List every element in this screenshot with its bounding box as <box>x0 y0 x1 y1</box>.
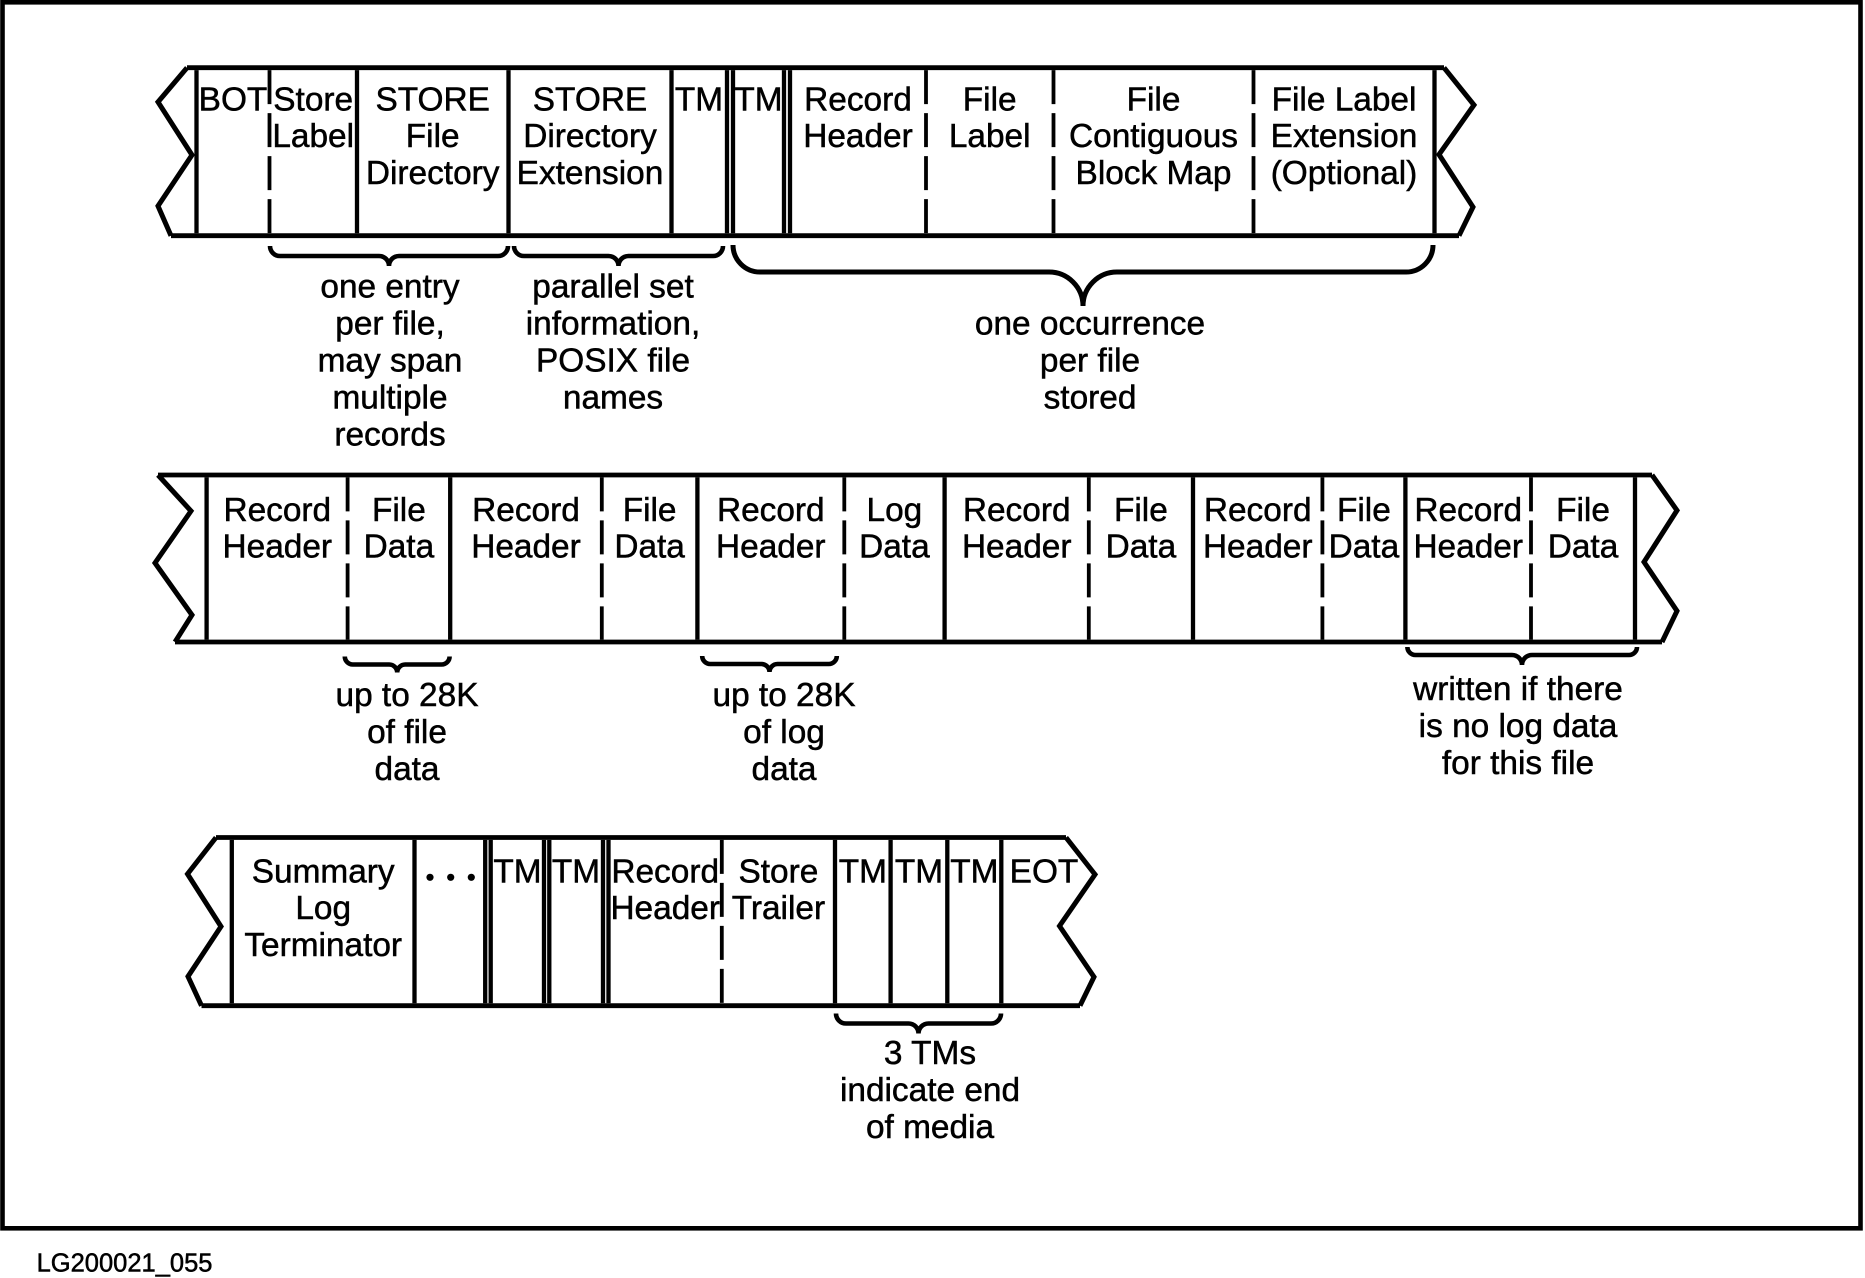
svg-text:Header: Header <box>1413 529 1523 566</box>
svg-text:TM: TM <box>895 854 943 891</box>
svg-text:Data: Data <box>364 529 435 566</box>
svg-text:File: File <box>1114 492 1168 529</box>
svg-text:Log: Log <box>867 492 923 529</box>
svg-text:Block Map: Block Map <box>1076 155 1232 192</box>
svg-text:Record: Record <box>1204 492 1312 529</box>
svg-text:up to 28K: up to 28K <box>713 677 856 714</box>
svg-text:Header: Header <box>610 890 720 927</box>
svg-text:POSIX file: POSIX file <box>536 343 690 380</box>
svg-text:Header: Header <box>962 529 1072 566</box>
svg-text:up to 28K: up to 28K <box>336 677 479 714</box>
svg-text:Record: Record <box>611 854 719 891</box>
svg-text:Data: Data <box>859 529 930 566</box>
svg-text:Record: Record <box>223 492 331 529</box>
svg-text:Extension: Extension <box>517 155 664 192</box>
svg-text:Record: Record <box>804 82 912 119</box>
svg-text:records: records <box>334 417 445 454</box>
svg-text:Data: Data <box>1329 529 1400 566</box>
svg-text:TM: TM <box>552 854 600 891</box>
svg-text:Store: Store <box>738 854 818 891</box>
svg-text:indicate end: indicate end <box>840 1072 1020 1109</box>
svg-text:one entry: one entry <box>320 269 460 306</box>
svg-text:File: File <box>963 82 1017 119</box>
svg-text:Header: Header <box>716 529 826 566</box>
svg-text:Header: Header <box>1203 529 1313 566</box>
svg-text:Header: Header <box>471 529 581 566</box>
svg-text:File: File <box>372 492 426 529</box>
svg-text:for this file: for this file <box>1442 745 1594 782</box>
svg-text:TM: TM <box>734 82 782 119</box>
svg-text:Record: Record <box>963 492 1071 529</box>
svg-text:3 TMs: 3 TMs <box>884 1035 976 1072</box>
svg-text:Summary: Summary <box>252 854 395 891</box>
svg-text:Data: Data <box>1548 529 1619 566</box>
svg-text:Header: Header <box>223 529 333 566</box>
svg-text:BOT: BOT <box>199 82 268 119</box>
svg-text:File: File <box>1127 82 1181 119</box>
svg-text:Log: Log <box>295 890 351 927</box>
svg-text:Contiguous: Contiguous <box>1069 118 1238 155</box>
svg-text:TM: TM <box>950 854 998 891</box>
svg-text:Record: Record <box>1414 492 1522 529</box>
svg-text:of log: of log <box>743 714 825 751</box>
svg-text:(Optional): (Optional) <box>1271 155 1418 192</box>
svg-text:File Label: File Label <box>1272 82 1417 119</box>
svg-text:one occurrence: one occurrence <box>975 306 1205 343</box>
svg-text:Data: Data <box>614 529 685 566</box>
svg-text:LG200021_055: LG200021_055 <box>37 1250 213 1278</box>
svg-text:Record: Record <box>717 492 825 529</box>
svg-text:TM: TM <box>493 854 541 891</box>
svg-text:per file: per file <box>1040 343 1140 380</box>
svg-text:names: names <box>563 380 663 417</box>
svg-text:Directory: Directory <box>523 118 657 155</box>
svg-text:Label: Label <box>272 118 354 155</box>
svg-text:File: File <box>1556 492 1610 529</box>
svg-text:Data: Data <box>1106 529 1177 566</box>
svg-text:Terminator: Terminator <box>244 927 402 964</box>
svg-text:of media: of media <box>866 1109 994 1146</box>
svg-text:may span: may span <box>318 343 463 380</box>
svg-text:STORE: STORE <box>533 82 647 119</box>
svg-text:Store: Store <box>273 82 353 119</box>
svg-text:File: File <box>1337 492 1391 529</box>
svg-text:Extension: Extension <box>1271 118 1418 155</box>
svg-text:File: File <box>623 492 677 529</box>
svg-text:data: data <box>375 751 440 788</box>
svg-text:Label: Label <box>949 118 1031 155</box>
svg-text:STORE: STORE <box>375 82 489 119</box>
svg-text:written if there: written if there <box>1412 671 1623 708</box>
svg-text:per file,: per file, <box>335 306 445 343</box>
svg-text:is no log data: is no log data <box>1419 708 1618 745</box>
svg-text:Record: Record <box>472 492 580 529</box>
svg-text:EOT: EOT <box>1010 854 1079 891</box>
svg-text:stored: stored <box>1044 380 1137 417</box>
svg-text:Directory: Directory <box>366 155 500 192</box>
svg-text:of file: of file <box>367 714 447 751</box>
svg-text:TM: TM <box>675 82 723 119</box>
svg-text:File: File <box>406 118 460 155</box>
svg-text:Header: Header <box>803 118 913 155</box>
svg-text:information,: information, <box>526 306 700 343</box>
svg-text:multiple: multiple <box>332 380 447 417</box>
svg-text:parallel set: parallel set <box>532 269 694 306</box>
svg-text:Trailer: Trailer <box>732 890 825 927</box>
svg-text:TM: TM <box>839 854 887 891</box>
svg-text:data: data <box>752 751 817 788</box>
